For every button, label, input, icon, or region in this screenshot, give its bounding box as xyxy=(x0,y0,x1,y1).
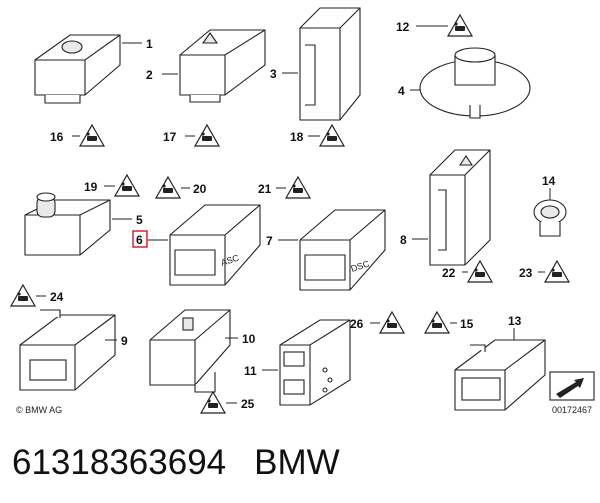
callout-8: 8 xyxy=(400,233,407,247)
callout-4: 4 xyxy=(398,84,405,98)
callout-10: 10 xyxy=(242,332,256,346)
hazard-icon xyxy=(201,32,219,44)
part-8-switch xyxy=(429,149,491,266)
callout-12: 12 xyxy=(396,20,410,34)
document-number: 00172467 xyxy=(552,405,592,415)
warning-triangle-icon xyxy=(319,124,345,147)
part-3-switch xyxy=(299,7,361,121)
callout-24: 24 xyxy=(50,290,64,304)
part-11-multi-switch xyxy=(279,319,351,406)
callout-22: 22 xyxy=(442,266,456,280)
warning-triangle-icon xyxy=(424,311,450,334)
warning-triangle-icon xyxy=(285,176,311,199)
callout-26: 26 xyxy=(350,317,364,331)
callout-9: 9 xyxy=(121,334,128,348)
warning-triangle-icon xyxy=(379,311,405,334)
warning-triangle-icon xyxy=(544,260,570,283)
callout-20: 20 xyxy=(193,182,207,196)
callout-15: 15 xyxy=(460,317,474,331)
warning-triangle-icon xyxy=(114,174,140,197)
warning-triangle-icon xyxy=(10,284,36,307)
callout-21: 21 xyxy=(258,182,272,196)
callout-16: 16 xyxy=(50,130,64,144)
cutout-arrow-icon xyxy=(549,371,595,401)
warning-triangle-icon xyxy=(194,124,220,147)
part-1-switch xyxy=(34,34,121,104)
brand-name: BMW xyxy=(254,443,340,482)
part-2-hazard-switch xyxy=(179,29,266,103)
warning-triangle-icon xyxy=(467,260,493,283)
callout-17: 17 xyxy=(163,130,177,144)
callout-3: 3 xyxy=(270,67,277,81)
callout-23: 23 xyxy=(519,266,533,280)
part-14-fitting xyxy=(533,199,567,237)
part-number: 61318363694 xyxy=(12,443,227,482)
callout-6-highlight xyxy=(132,230,148,248)
callout-2: 2 xyxy=(146,68,153,82)
part-9-switch xyxy=(19,309,116,391)
part-4-clip xyxy=(419,47,531,119)
part-caption: 61318363694 BMW xyxy=(12,438,340,488)
callout-19: 19 xyxy=(84,180,98,194)
callout-13: 13 xyxy=(508,314,522,328)
part-13-switch xyxy=(454,339,546,411)
callout-6: 6 xyxy=(136,233,143,247)
callout-14: 14 xyxy=(542,174,556,188)
callout-18: 18 xyxy=(290,130,304,144)
part-6-asc-switch: ASC xyxy=(169,204,261,286)
part-7-dsc-switch: DSC xyxy=(299,209,386,291)
warning-triangle-icon xyxy=(155,176,181,199)
warning-triangle-icon xyxy=(447,14,473,37)
callout-1: 1 xyxy=(146,37,153,51)
part-10-switch xyxy=(149,309,231,393)
part-5-button xyxy=(24,192,111,256)
parts-diagram: 1 16 2 17 3 18 12 4 19 xyxy=(10,7,595,415)
warning-triangle-icon xyxy=(79,124,105,147)
callout-11: 11 xyxy=(244,364,257,378)
callout-25: 25 xyxy=(241,397,255,411)
callout-5: 5 xyxy=(136,213,143,227)
copyright: © BMW AG xyxy=(16,405,62,415)
warning-triangle-icon xyxy=(200,391,226,414)
callout-7: 7 xyxy=(266,234,273,248)
